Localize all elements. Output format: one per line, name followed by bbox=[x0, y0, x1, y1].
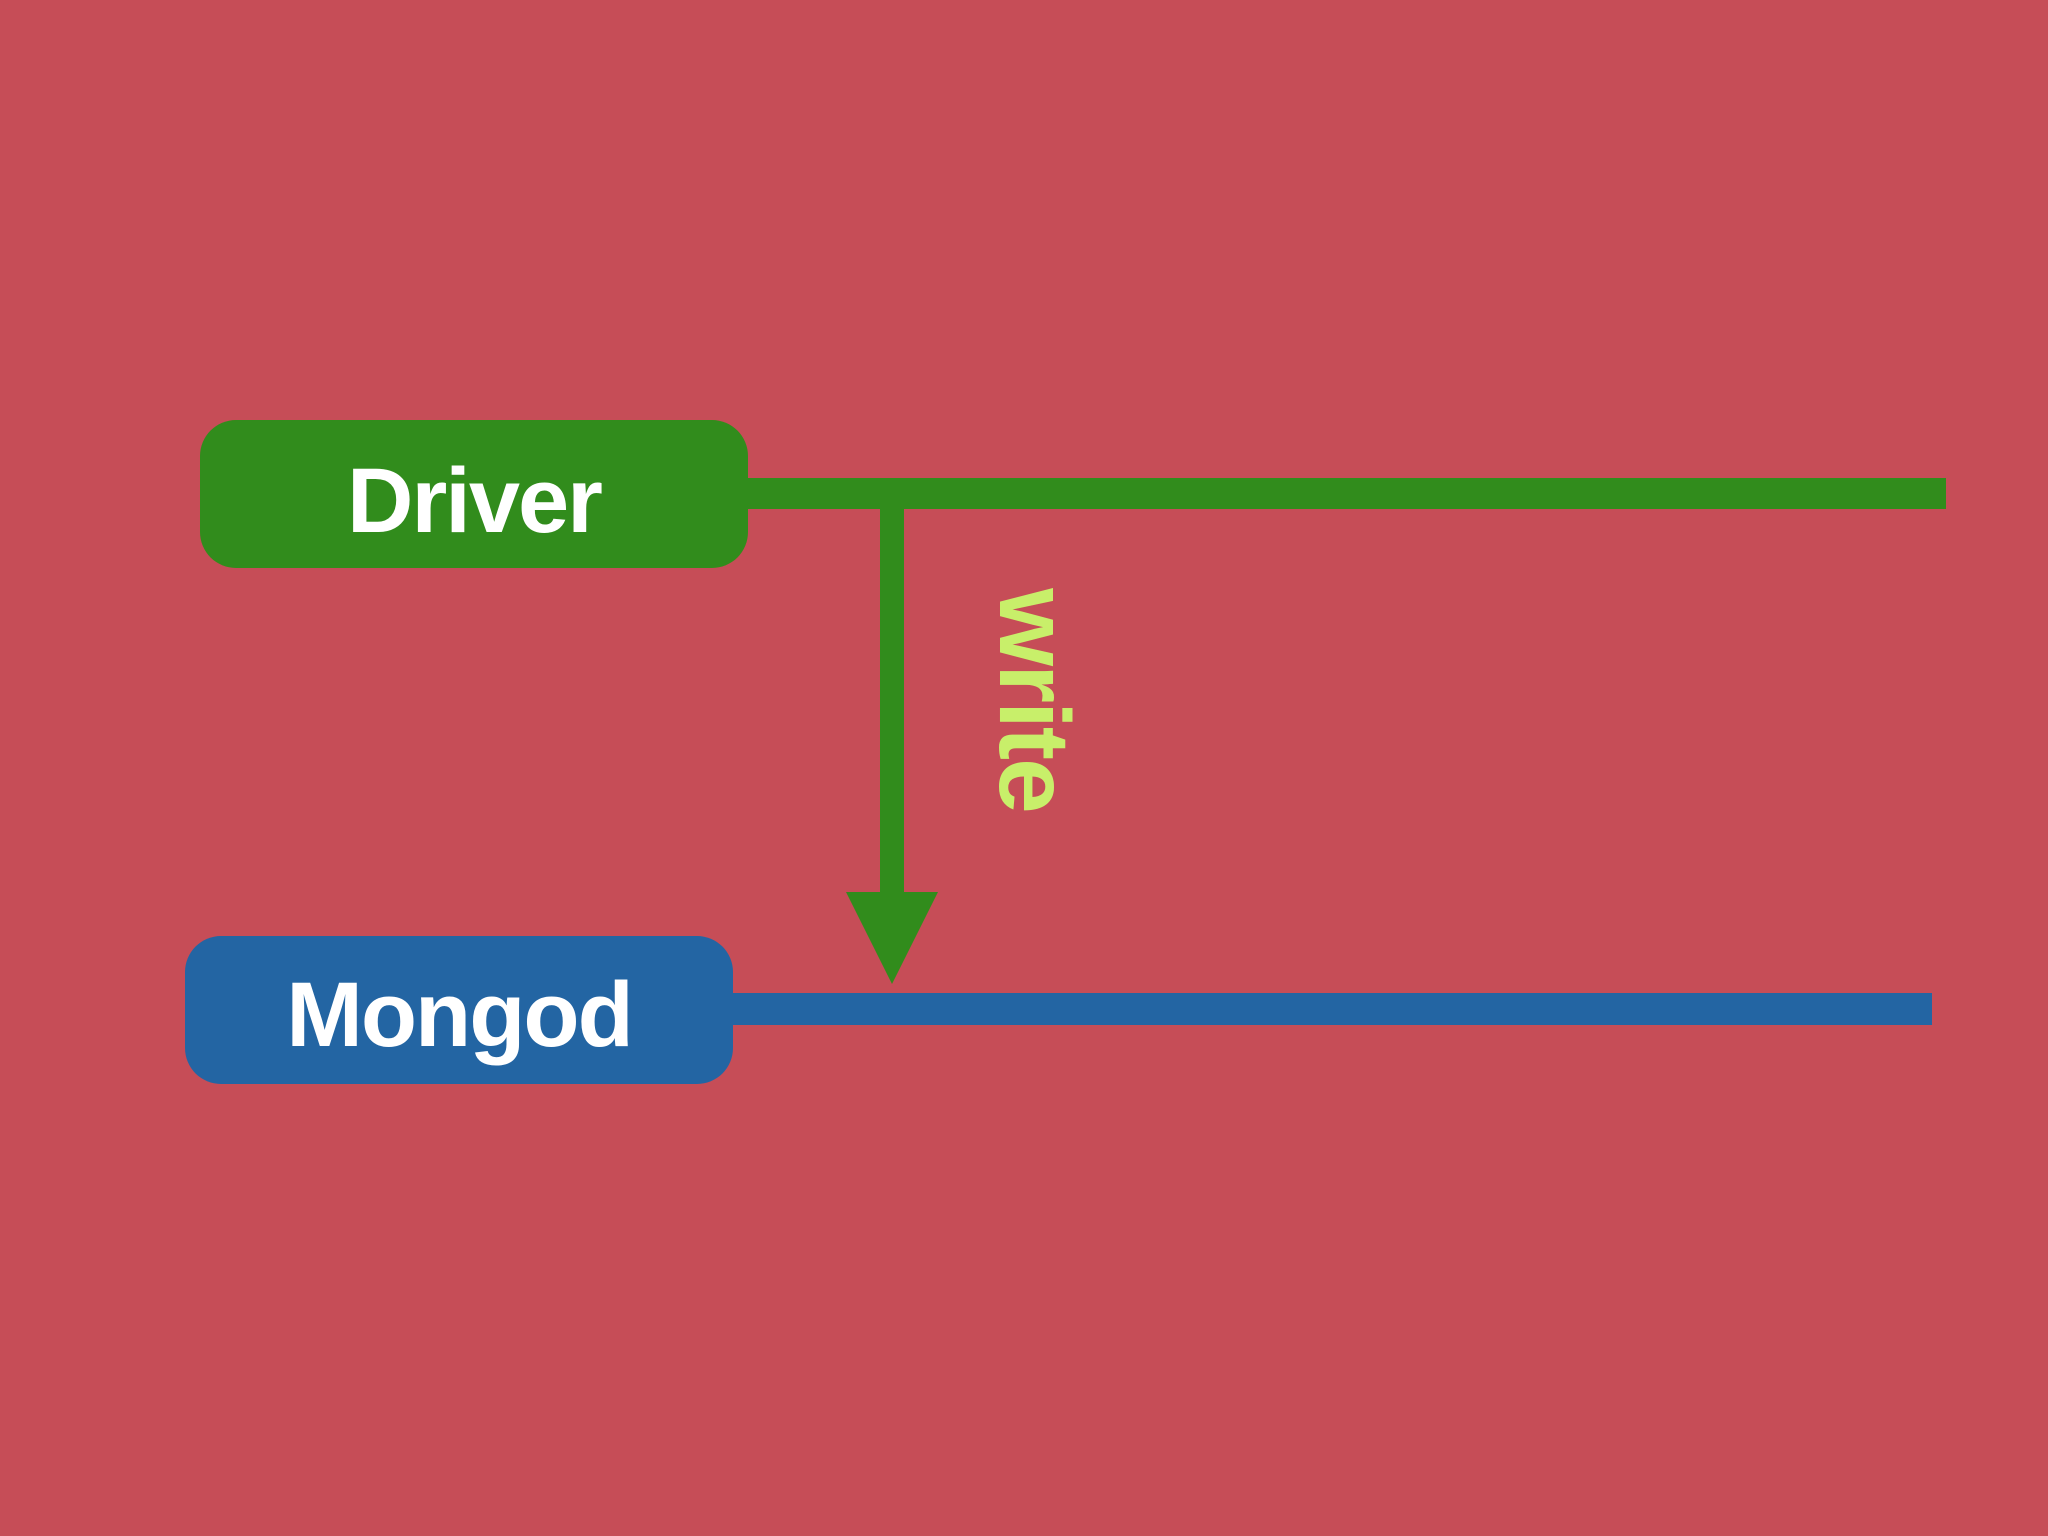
mongod-node-label: Mongod bbox=[286, 964, 632, 1066]
driver-node-label: Driver bbox=[347, 450, 602, 552]
driver-node-box bbox=[200, 420, 748, 568]
mongod-node-box bbox=[185, 936, 733, 1084]
write-edge-label: write bbox=[978, 587, 1090, 811]
write-arrow-head bbox=[846, 892, 938, 984]
write-arrow-shaft bbox=[880, 494, 904, 896]
mongod-timeline-line bbox=[720, 993, 1932, 1025]
driver-timeline-line bbox=[730, 478, 1946, 509]
